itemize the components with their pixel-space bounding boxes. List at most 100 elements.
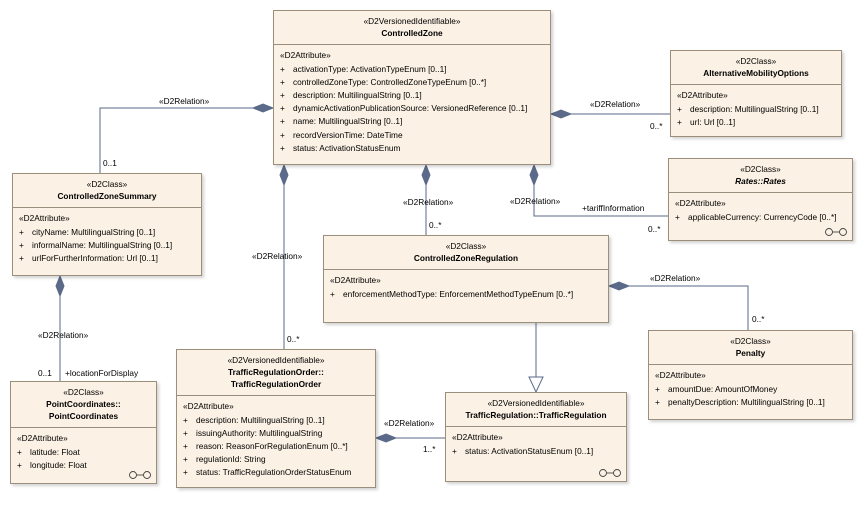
link-icon [129, 471, 151, 479]
attribute-row: +status: TrafficRegulationOrderStatusEnu… [183, 467, 352, 478]
role-label: +locationForDisplay [65, 368, 139, 378]
attribute-row: +recordVersionTime: DateTime [280, 129, 403, 140]
relation-label: «D2Relation» [38, 330, 89, 340]
attribute-compartment: «D2Attribute» +status: ActivationStatusE… [446, 427, 626, 460]
attribute-compartment: «D2Attribute» +activationType: Activatio… [274, 45, 550, 157]
attribute-row: +amountDue: AmountOfMoney [655, 384, 778, 395]
class-name: Penalty [735, 348, 766, 358]
attribute-row: +status: ActivationStatusEnum [280, 142, 401, 153]
attribute-row: +applicableCurrency: CurrencyCode [0..*] [675, 212, 837, 223]
attribute-compartment: «D2Attribute» +amountDue: AmountOfMoney … [649, 365, 852, 411]
connector-penalty [609, 285, 749, 330]
section-label: «D2Attribute» [280, 50, 331, 60]
class-name: Rates::Rates [735, 176, 786, 186]
attribute-row: +urlForFurtherInformation: Url [0..1] [19, 253, 158, 264]
class-header: «D2Class» Penalty [649, 331, 852, 365]
class-header: «D2Class» AlternativeMobilityOptions [671, 51, 841, 85]
connector-zone-summary [99, 107, 273, 173]
aggregation-diamond [374, 433, 398, 443]
class-name: AlternativeMobilityOptions [703, 68, 809, 78]
attribute-compartment: «D2Attribute» +enforcementMethodType: En… [324, 270, 608, 303]
attribute-row: +enforcementMethodType: EnforcementMetho… [330, 289, 574, 300]
attribute-compartment: «D2Attribute» +applicableCurrency: Curre… [669, 193, 852, 226]
section-label: «D2Attribute» [17, 433, 68, 443]
stereotype-label: «D2VersionedIdentifiable» [487, 398, 585, 408]
section-label: «D2Attribute» [19, 213, 70, 223]
class-traffic-regulation[interactable]: «D2VersionedIdentifiable» TrafficRegulat… [445, 392, 627, 482]
class-penalty[interactable]: «D2Class» Penalty «D2Attribute» +amountD… [648, 330, 853, 420]
class-point-coordinates[interactable]: «D2Class» PointCoordinates:: PointCoordi… [10, 381, 157, 484]
class-header: «D2Class» PointCoordinates:: PointCoordi… [11, 382, 156, 428]
link-icon [599, 469, 621, 477]
multiplicity-label: 0..* [287, 334, 300, 344]
attribute-row: +informalName: MultilingualString [0..1] [19, 240, 173, 251]
section-label: «D2Attribute» [677, 90, 728, 100]
relation-label: «D2Relation» [403, 197, 454, 207]
class-controlled-zone[interactable]: «D2VersionedIdentifiable» ControlledZone… [273, 10, 551, 165]
class-name: ControlledZone [381, 28, 443, 38]
aggregation-diamond [421, 163, 431, 187]
class-header: «D2Class» ControlledZoneSummary [13, 174, 201, 208]
attribute-row: +reason: ReasonForRegulationEnum [0..*] [183, 441, 348, 452]
attribute-compartment: «D2Attribute» +latitude: Float +longitud… [11, 428, 156, 474]
relation-label: «D2Relation» [252, 251, 303, 261]
section-label: «D2Attribute» [655, 370, 706, 380]
class-header: «D2VersionedIdentifiable» ControlledZone [274, 11, 550, 45]
class-name: ControlledZoneRegulation [413, 253, 519, 263]
class-controlled-zone-summary[interactable]: «D2Class» ControlledZoneSummary «D2Attri… [12, 173, 202, 276]
attribute-row: +issuingAuthority: MultilingualString [183, 428, 323, 439]
aggregation-diamond [251, 103, 275, 113]
section-label: «D2Attribute» [675, 198, 726, 208]
stereotype-label: «D2Class» [735, 56, 777, 66]
stereotype-label: «D2Class» [445, 241, 487, 251]
attribute-row: +description: MultilingualString [0..1] [183, 415, 325, 426]
aggregation-diamond [607, 281, 631, 291]
stereotype-label: «D2VersionedIdentifiable» [227, 355, 325, 365]
aggregation-diamond [279, 163, 289, 187]
class-rates[interactable]: «D2Class» Rates::Rates «D2Attribute» +ap… [668, 158, 853, 241]
class-name: TrafficRegulation::TrafficRegulation [465, 410, 607, 420]
aggregation-diamond [55, 274, 65, 298]
relation-label: «D2Relation» [510, 196, 561, 206]
aggregation-diamond [529, 163, 539, 187]
multiplicity-label: 0..* [650, 121, 663, 131]
relation-label: «D2Relation» [590, 99, 641, 109]
attribute-row: +status: ActivationStatusEnum [0..1] [452, 446, 594, 457]
attribute-compartment: «D2Attribute» +cityName: MultilingualStr… [13, 208, 201, 267]
multiplicity-label: 0..1 [103, 158, 117, 168]
multiplicity-label: 0..* [429, 220, 442, 230]
attribute-row: +activationType: ActivationTypeEnum [0..… [280, 64, 447, 75]
class-name: TrafficRegulationOrder [230, 379, 322, 389]
section-label: «D2Attribute» [183, 401, 234, 411]
attribute-row: +url: Url [0..1] [677, 117, 736, 128]
class-traffic-regulation-order[interactable]: «D2VersionedIdentifiable» TrafficRegulat… [176, 349, 376, 488]
attribute-row: +latitude: Float [17, 447, 80, 458]
generalization-arrowhead [528, 376, 544, 394]
class-name: TrafficRegulationOrder:: [228, 367, 324, 377]
class-alternative-mobility-options[interactable]: «D2Class» AlternativeMobilityOptions «D2… [670, 50, 842, 137]
class-name: ControlledZoneSummary [57, 191, 157, 201]
multiplicity-label: 0..1 [38, 368, 52, 378]
class-header: «D2Class» Rates::Rates [669, 159, 852, 193]
attribute-row: +description: MultilingualString [0..1] [280, 90, 422, 101]
attribute-row: +dynamicActivationPublicationSource: Ver… [280, 103, 528, 114]
attribute-row: +longitude: Float [17, 460, 87, 471]
relation-label: «D2Relation» [384, 418, 435, 428]
class-header: «D2VersionedIdentifiable» TrafficRegulat… [177, 350, 375, 396]
multiplicity-label: 0..* [648, 224, 661, 234]
relation-label: «D2Relation» [650, 273, 701, 283]
role-label: +tariffInformation [582, 203, 645, 213]
multiplicity-label: 0..* [752, 314, 765, 324]
multiplicity-label: 1..* [423, 444, 436, 454]
section-label: «D2Attribute» [330, 275, 381, 285]
section-label: «D2Attribute» [452, 432, 503, 442]
attribute-row: +description: MultilingualString [0..1] [677, 104, 819, 115]
stereotype-label: «D2Class» [730, 336, 771, 346]
class-header: «D2Class» ControlledZoneRegulation [324, 236, 608, 270]
class-name: PointCoordinates [48, 411, 119, 421]
class-controlled-zone-regulation[interactable]: «D2Class» ControlledZoneRegulation «D2At… [323, 235, 609, 323]
aggregation-diamond [549, 109, 573, 119]
stereotype-label: «D2VersionedIdentifiable» [363, 16, 461, 26]
link-icon [825, 228, 847, 236]
